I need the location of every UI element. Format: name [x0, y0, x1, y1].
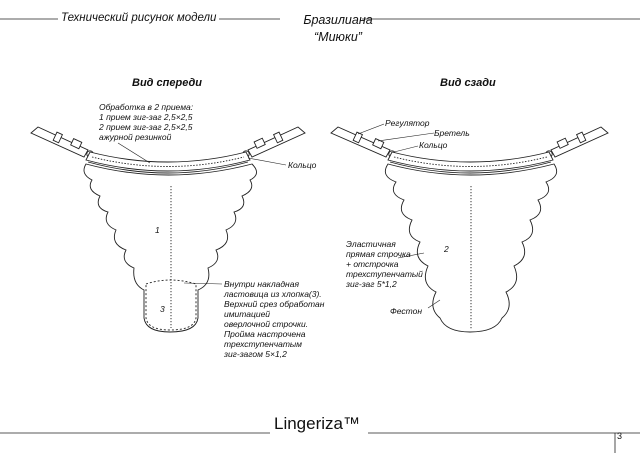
front-ring-label: Кольцо [288, 160, 317, 170]
regulator-label: Регулятор [385, 118, 430, 128]
front-body [83, 163, 257, 333]
elastic-note-line: зиг-заг 5*1,2 [346, 279, 397, 289]
leader-lines [117, 123, 441, 309]
strap-label: Бретель [434, 128, 470, 138]
processing-note: Обработка в 2 приема: 1 прием зиг-заг 2,… [99, 102, 193, 142]
back-left-strap [330, 126, 396, 158]
back-view-label: Вид сзади [440, 77, 496, 89]
back-waistband [387, 151, 554, 172]
gusset-note-line: Пройма настрочена [224, 329, 306, 339]
page-frame [0, 18, 640, 453]
model-subtitle: “Миюки” [314, 30, 362, 44]
front-garment [30, 126, 306, 333]
processing-note-line: 2 прием зиг-заг 2,5×2,5 [99, 122, 193, 132]
brand-logo-text: Lingeriza™ [270, 414, 364, 434]
elastic-note: Эластичная прямая строчка + отстрочка тр… [346, 239, 423, 289]
front-left-strap [30, 126, 94, 158]
elastic-note-line: + отстрочка [346, 259, 399, 269]
front-right-strap [242, 126, 306, 158]
scallop-label: Фестон [390, 306, 423, 316]
elastic-note-line: трехступенчатый [346, 269, 423, 279]
elastic-note-line: Эластичная [346, 239, 396, 249]
gusset-note-line: трехступенчатым [224, 339, 302, 349]
back-right-strap [545, 126, 609, 158]
gusset-note-line: Верхний срез обработан [224, 299, 325, 309]
front-gusset [145, 279, 197, 331]
gusset-note-line: зиг-загом 5×1,2 [224, 349, 287, 359]
part-number-1: 1 [155, 225, 160, 235]
part-number-2: 2 [444, 244, 449, 254]
elastic-note-line: прямая строчка [346, 249, 411, 259]
front-waistband [85, 151, 251, 172]
back-body [384, 163, 558, 333]
gusset-note-line: ластовица из хлопка(3). [224, 289, 322, 299]
page-number: 3 [617, 431, 623, 441]
gusset-note-line: оверлочной строчки. [224, 319, 309, 329]
processing-note-line: Обработка в 2 приема: [99, 102, 194, 112]
drawing-title: Технический рисунок модели [58, 12, 220, 24]
processing-note-line: ажурной резинкой [99, 132, 172, 142]
part-number-3: 3 [160, 304, 165, 314]
gusset-note-line: Внутри накладная [224, 279, 299, 289]
front-view-label: Вид спереди [132, 77, 202, 89]
processing-note-line: 1 прием зиг-заг 2,5×2,5 [99, 112, 193, 122]
gusset-note: Внутри накладная ластовица из хлопка(3).… [224, 279, 324, 359]
model-name: Бразилиана [303, 13, 373, 27]
gusset-note-line: имитацией [224, 309, 271, 319]
model-title-block: Бразилиана “Миюки” [278, 12, 398, 46]
back-garment [330, 126, 609, 333]
back-ring-label: Кольцо [419, 140, 448, 150]
